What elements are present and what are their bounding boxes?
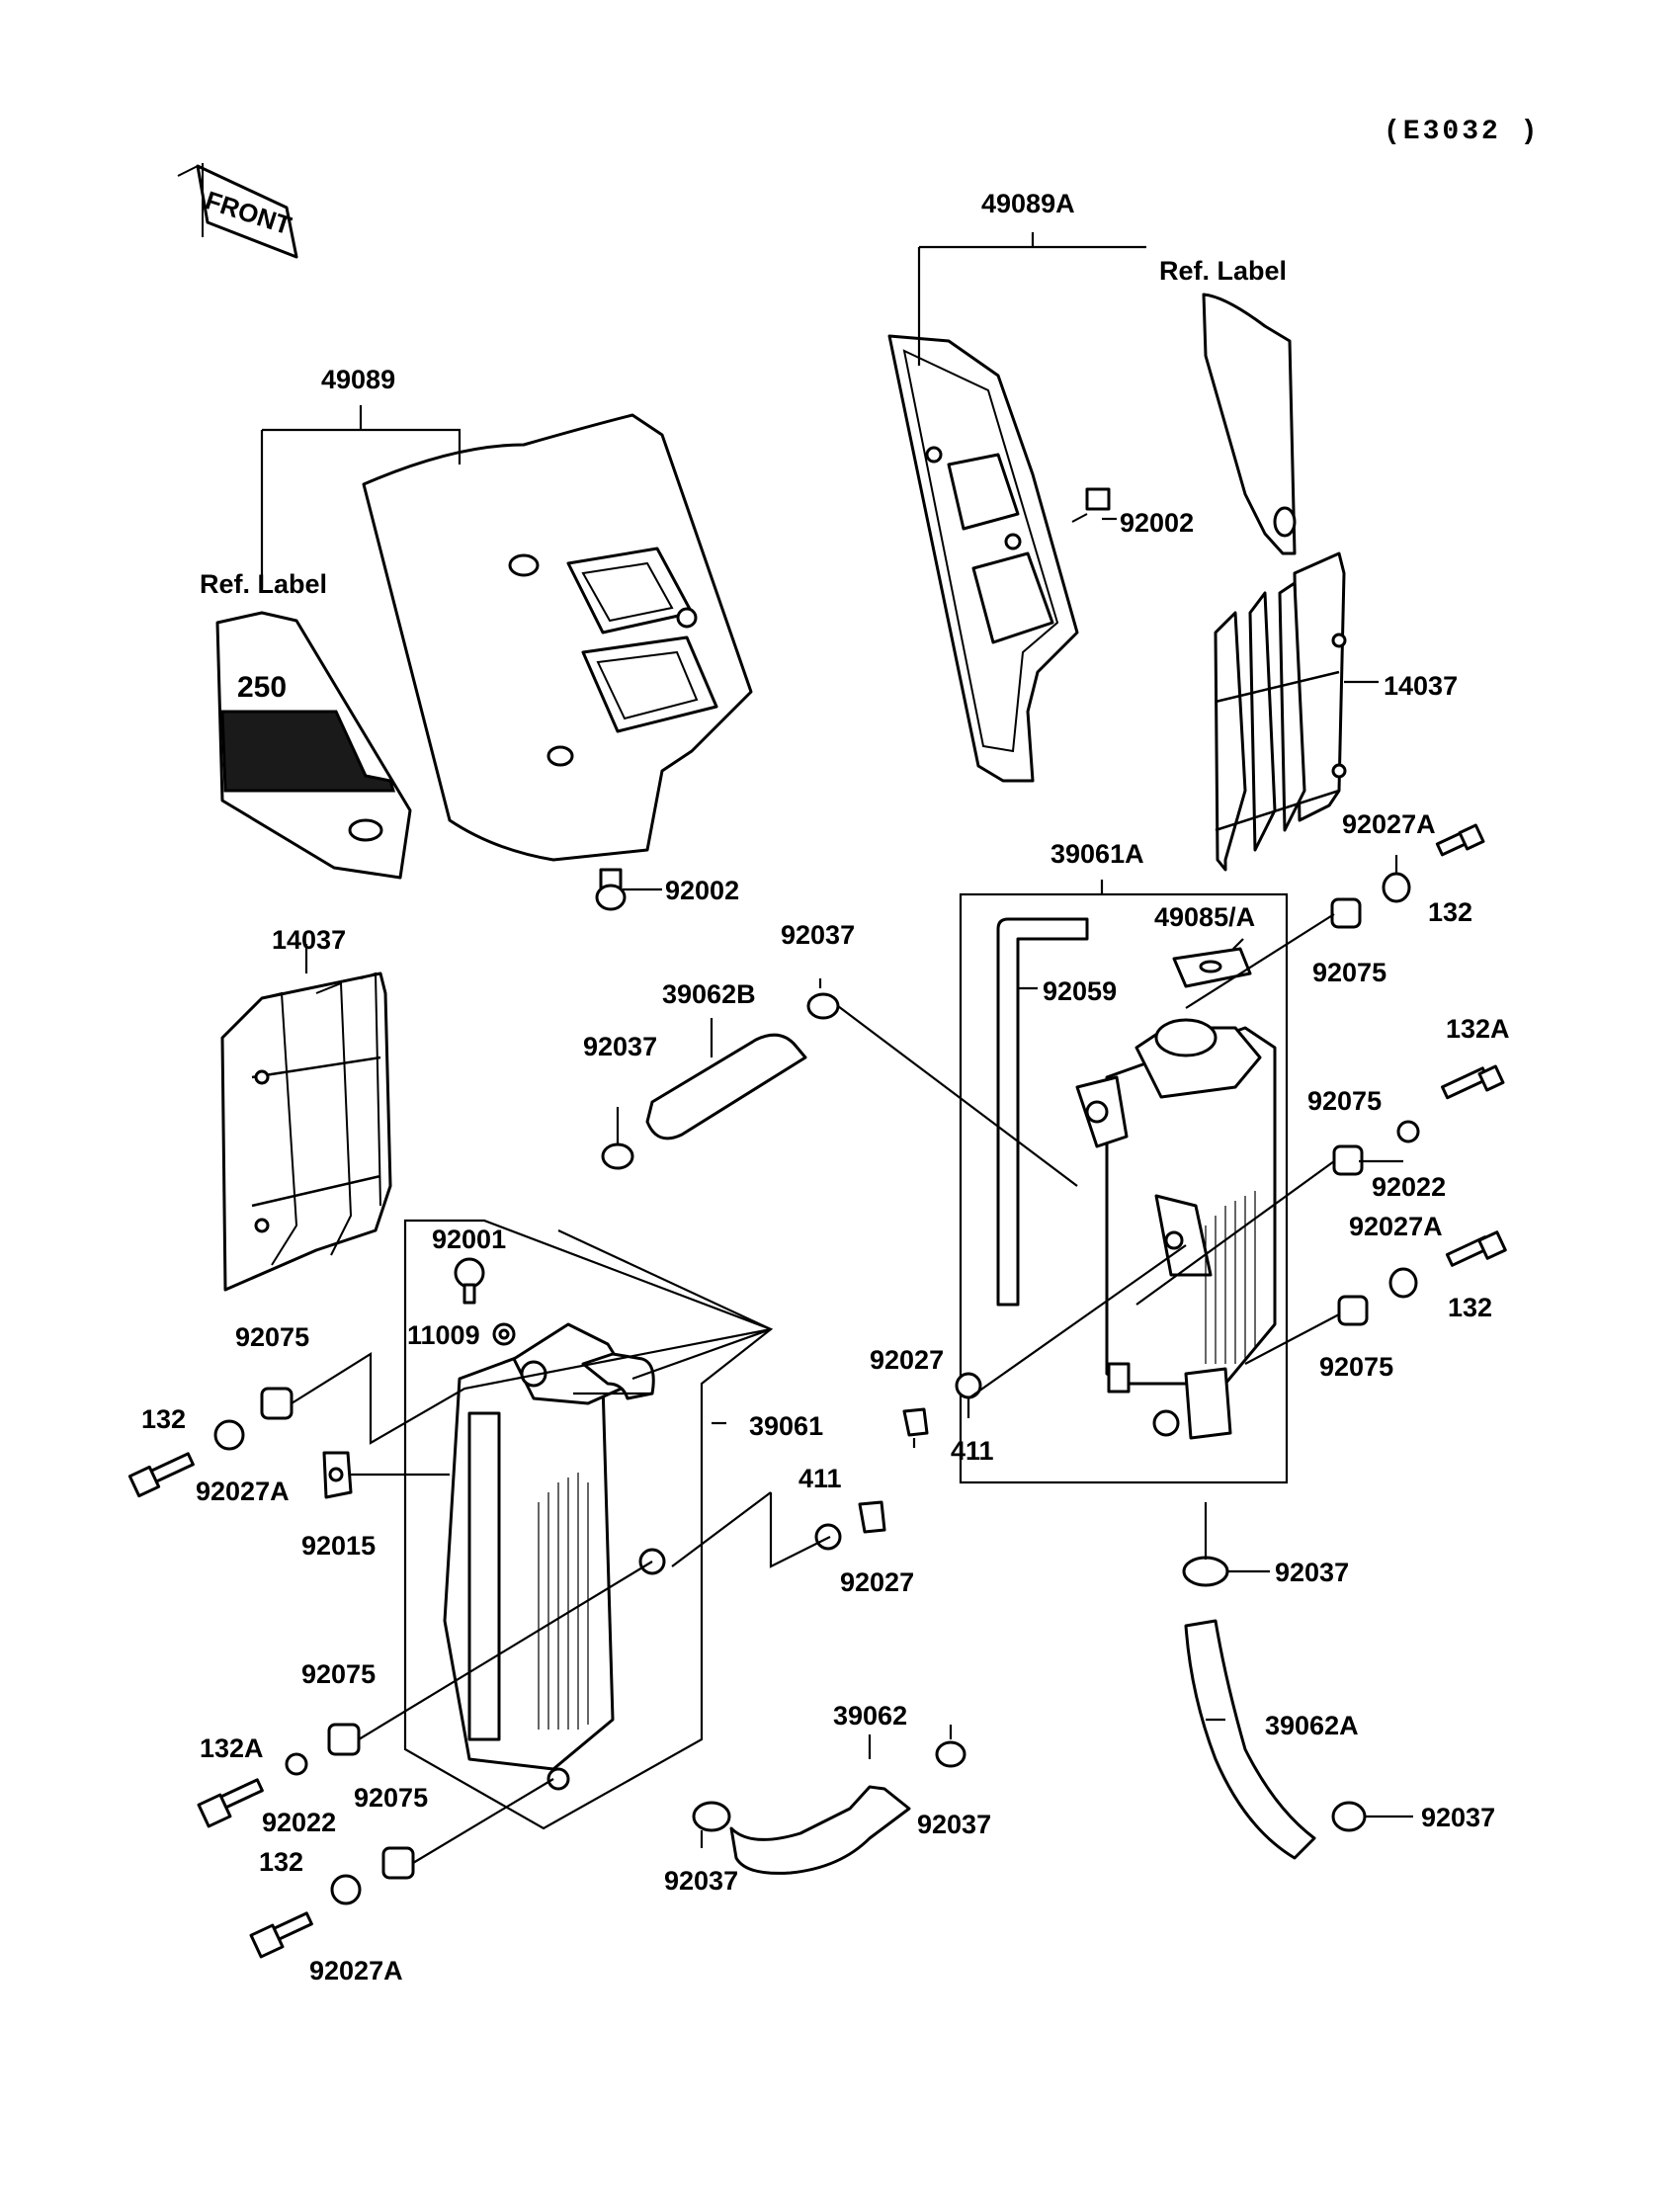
grommet-icon (1330, 897, 1362, 929)
part-label: 14037 (1384, 671, 1458, 701)
part-label: 39062A (1265, 1711, 1359, 1740)
part-label: 92037 (664, 1866, 738, 1896)
part-label: 92075 (1319, 1352, 1393, 1382)
bolt-92002-right (1071, 487, 1111, 523)
part-label: 132A (200, 1733, 264, 1763)
part-label: 39061 (749, 1411, 823, 1441)
overflow-hose-92059 (996, 917, 1089, 1307)
part-label: 132 (259, 1847, 303, 1877)
left-shroud (362, 413, 753, 862)
part-label: 92037 (1275, 1558, 1349, 1587)
collar-icon (1388, 1267, 1418, 1299)
part-label: 92037 (1421, 1803, 1495, 1832)
grommet-icon (327, 1723, 361, 1756)
grommet-icon (260, 1387, 294, 1420)
hose-39062 (729, 1785, 911, 1875)
decal-brand: KX (106, 720, 185, 777)
part-label: 92075 (1307, 1086, 1382, 1116)
part-label: 92027 (840, 1567, 914, 1597)
part-label: 411 (798, 1464, 842, 1493)
washer-icon (1396, 1120, 1420, 1143)
decal-model-number: 250 (237, 671, 287, 704)
collar-icon (1382, 872, 1411, 903)
bolt-icon (197, 1778, 264, 1828)
part-label: 92075 (354, 1783, 428, 1813)
clamp-icon (1331, 1801, 1367, 1832)
bolt-icon (249, 1911, 313, 1959)
part-label: 132 (1448, 1293, 1492, 1322)
part-label: 92027A (1349, 1212, 1443, 1241)
part-label: 92022 (1372, 1172, 1446, 1202)
part-label: Ref. Label (1159, 256, 1287, 286)
clamp-icon (806, 992, 840, 1020)
part-label: 11009 (407, 1320, 480, 1350)
nut-icon (858, 1500, 886, 1534)
right-guard (1214, 551, 1347, 872)
leader-lines (260, 232, 1413, 1864)
washer-11009 (492, 1322, 516, 1346)
grommet-icon (381, 1846, 415, 1880)
part-label: 92037 (781, 920, 855, 950)
front-arrow-icon: FRONT (177, 163, 298, 259)
bolt-icon (127, 1452, 195, 1498)
part-label: 92015 (301, 1531, 376, 1561)
bolt-icon (1445, 1230, 1507, 1267)
plate-49085 (1172, 947, 1252, 988)
part-label: 92002 (1120, 508, 1194, 538)
part-label: 132 (1428, 897, 1472, 927)
bracket-92015 (322, 1451, 353, 1499)
nut-icon (902, 1407, 929, 1437)
part-label: 411 (951, 1436, 994, 1466)
hose-39062A (1184, 1619, 1316, 1860)
part-label: 49085/A (1154, 902, 1255, 932)
part-label: 39062 (833, 1701, 907, 1731)
part-label: 14037 (272, 925, 346, 955)
part-label: 92001 (432, 1225, 506, 1254)
part-label: 92027 (870, 1345, 944, 1375)
left-decal: 250 KX (106, 611, 412, 880)
left-guard (220, 972, 392, 1292)
part-label: 92027A (1342, 809, 1436, 839)
part-label: Ref. Label (200, 569, 327, 599)
bolt-icon (1435, 823, 1485, 857)
part-label: 92037 (583, 1032, 657, 1061)
part-label: 92022 (262, 1808, 336, 1837)
part-label: 49089 (321, 365, 395, 394)
part-label: 39062B (662, 979, 756, 1009)
clamp-icon (1182, 1556, 1229, 1587)
part-label: 92075 (1312, 958, 1386, 987)
left-radiator (403, 1219, 774, 1830)
part-label: 92059 (1043, 976, 1117, 1006)
hose-39062B (645, 1033, 807, 1141)
part-label: 92075 (235, 1322, 309, 1352)
clamp-icon (935, 1740, 966, 1768)
grommet-icon (1332, 1144, 1364, 1176)
part-label: 92037 (917, 1810, 991, 1839)
part-label: 92027A (309, 1956, 403, 1986)
part-label: 132A (1446, 1014, 1510, 1044)
part-label: 132 (141, 1404, 186, 1434)
cap-92001 (454, 1257, 485, 1305)
part-label: 39061A (1050, 839, 1144, 869)
clamp-icon (601, 1142, 634, 1170)
part-label: 49089A (981, 189, 1075, 218)
part-label: 92027A (196, 1477, 290, 1506)
right-decal (1202, 293, 1297, 555)
bolt-92002-left (595, 868, 627, 911)
washer-icon (285, 1752, 308, 1776)
bolt-icon (1441, 1064, 1505, 1100)
collar-icon (330, 1874, 362, 1905)
clamp-icon (692, 1801, 731, 1832)
diagram-code: (E3032 ) (1384, 117, 1540, 147)
right-shroud (887, 334, 1079, 783)
collar-icon (213, 1419, 245, 1451)
part-label: 92075 (301, 1659, 376, 1689)
part-label: 92002 (665, 876, 739, 905)
grommet-icon (1337, 1295, 1369, 1326)
